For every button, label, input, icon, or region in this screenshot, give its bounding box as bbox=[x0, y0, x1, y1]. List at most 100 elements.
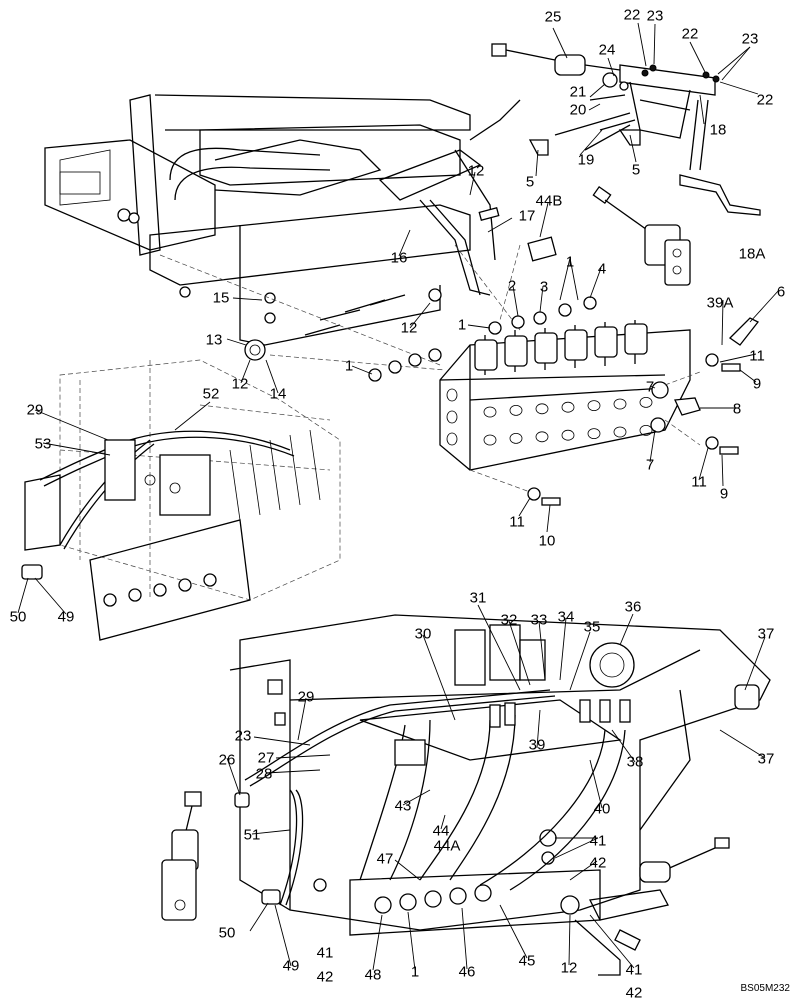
callout-36: 36 bbox=[624, 598, 642, 616]
drawing-code: BS05M232 bbox=[740, 983, 790, 994]
callout-42: 42 bbox=[625, 984, 643, 1000]
valve-port-hole bbox=[639, 424, 653, 436]
callout-11: 11 bbox=[691, 473, 707, 491]
callout-14: 14 bbox=[269, 385, 287, 403]
callout-1: 1 bbox=[410, 963, 420, 981]
callout-9: 9 bbox=[752, 375, 762, 393]
callout-31: 31 bbox=[469, 589, 487, 607]
callout-23: 23 bbox=[741, 30, 759, 48]
callout-13: 13 bbox=[205, 331, 223, 349]
callout-18A: 18A bbox=[738, 245, 766, 263]
callout-1: 1 bbox=[344, 357, 354, 375]
valve-port-hole bbox=[509, 432, 523, 444]
callout-52: 52 bbox=[202, 385, 220, 403]
callout-37: 37 bbox=[757, 625, 775, 643]
callout-51: 51 bbox=[243, 826, 261, 844]
left-ghost-assembly bbox=[21, 359, 341, 641]
callout-12: 12 bbox=[467, 162, 485, 180]
callout-44: 44 bbox=[432, 822, 450, 840]
callout-33: 33 bbox=[530, 611, 548, 629]
callout-4: 4 bbox=[597, 260, 607, 278]
solenoid-valve-assembly bbox=[491, 43, 761, 286]
callout-44B: 44B bbox=[535, 192, 563, 210]
callout-53: 53 bbox=[34, 435, 52, 453]
valve-port-hole bbox=[535, 431, 549, 443]
callout-17: 17 bbox=[518, 207, 536, 225]
valve-port-hole bbox=[613, 398, 627, 410]
callout-23: 23 bbox=[646, 7, 664, 25]
lower-frame-assembly bbox=[161, 614, 771, 976]
callout-9: 9 bbox=[719, 485, 729, 503]
valve-port-hole bbox=[561, 401, 575, 413]
callout-16: 16 bbox=[390, 249, 408, 267]
callout-32: 32 bbox=[500, 611, 518, 629]
callout-47: 47 bbox=[376, 850, 394, 868]
callout-48: 48 bbox=[364, 966, 382, 984]
callout-35: 35 bbox=[583, 618, 601, 636]
callout-7: 7 bbox=[645, 456, 655, 474]
callout-22: 22 bbox=[623, 6, 641, 24]
callout-44A: 44A bbox=[433, 837, 461, 855]
callout-12: 12 bbox=[560, 959, 578, 977]
callout-5: 5 bbox=[631, 161, 641, 179]
callout-12: 12 bbox=[231, 375, 249, 393]
valve-port-hole bbox=[535, 403, 549, 415]
callout-12: 12 bbox=[400, 319, 418, 337]
upper-frame-assembly bbox=[44, 94, 521, 371]
valve-side-hole bbox=[446, 432, 458, 446]
callout-42: 42 bbox=[589, 854, 607, 872]
valve-port-hole bbox=[509, 404, 523, 416]
valve-port-hole bbox=[561, 429, 575, 441]
callout-37: 37 bbox=[757, 750, 775, 768]
callout-34: 34 bbox=[557, 608, 575, 626]
callout-26: 26 bbox=[218, 751, 236, 769]
callout-49: 49 bbox=[57, 608, 75, 626]
callout-41: 41 bbox=[589, 832, 607, 850]
callout-29: 29 bbox=[26, 401, 44, 419]
callout-11: 11 bbox=[749, 347, 765, 365]
callout-41: 41 bbox=[625, 961, 643, 979]
callout-1: 1 bbox=[565, 253, 575, 271]
callout-1: 1 bbox=[457, 316, 467, 334]
callout-5: 5 bbox=[525, 173, 535, 191]
callout-7: 7 bbox=[645, 378, 655, 396]
valve-port-hole bbox=[587, 428, 601, 440]
callout-10: 10 bbox=[538, 532, 556, 550]
valve-port-hole bbox=[613, 426, 627, 438]
callout-20: 20 bbox=[569, 101, 587, 119]
callout-19: 19 bbox=[577, 151, 595, 169]
callout-30: 30 bbox=[414, 625, 432, 643]
valve-side-hole bbox=[446, 388, 458, 402]
callout-22: 22 bbox=[681, 25, 699, 43]
callout-27: 27 bbox=[257, 749, 275, 767]
callout-25: 25 bbox=[544, 8, 562, 26]
callout-28: 28 bbox=[255, 765, 273, 783]
callout-3: 3 bbox=[539, 278, 549, 296]
valve-port-hole bbox=[587, 400, 601, 412]
callout-49: 49 bbox=[282, 957, 300, 975]
callout-24: 24 bbox=[598, 41, 616, 59]
callout-39A: 39A bbox=[706, 294, 734, 312]
callout-40: 40 bbox=[593, 800, 611, 818]
callout-29: 29 bbox=[297, 688, 315, 706]
callout-2: 2 bbox=[507, 277, 517, 295]
callout-50: 50 bbox=[218, 924, 236, 942]
callout-23: 23 bbox=[234, 727, 252, 745]
leader-lines bbox=[17, 22, 780, 971]
callout-21: 21 bbox=[569, 83, 587, 101]
valve-port-hole bbox=[639, 396, 653, 408]
callout-18: 18 bbox=[709, 121, 727, 139]
callout-8: 8 bbox=[732, 400, 742, 418]
callout-46: 46 bbox=[458, 963, 476, 981]
callout-11: 11 bbox=[509, 513, 525, 531]
valve-port-hole bbox=[483, 434, 497, 446]
valve-side-hole bbox=[446, 410, 458, 424]
callout-42: 42 bbox=[316, 968, 334, 986]
callout-38: 38 bbox=[626, 753, 644, 771]
callout-15: 15 bbox=[212, 289, 230, 307]
callout-22: 22 bbox=[756, 91, 774, 109]
control-valve-block bbox=[368, 236, 760, 506]
callout-39: 39 bbox=[528, 736, 546, 754]
